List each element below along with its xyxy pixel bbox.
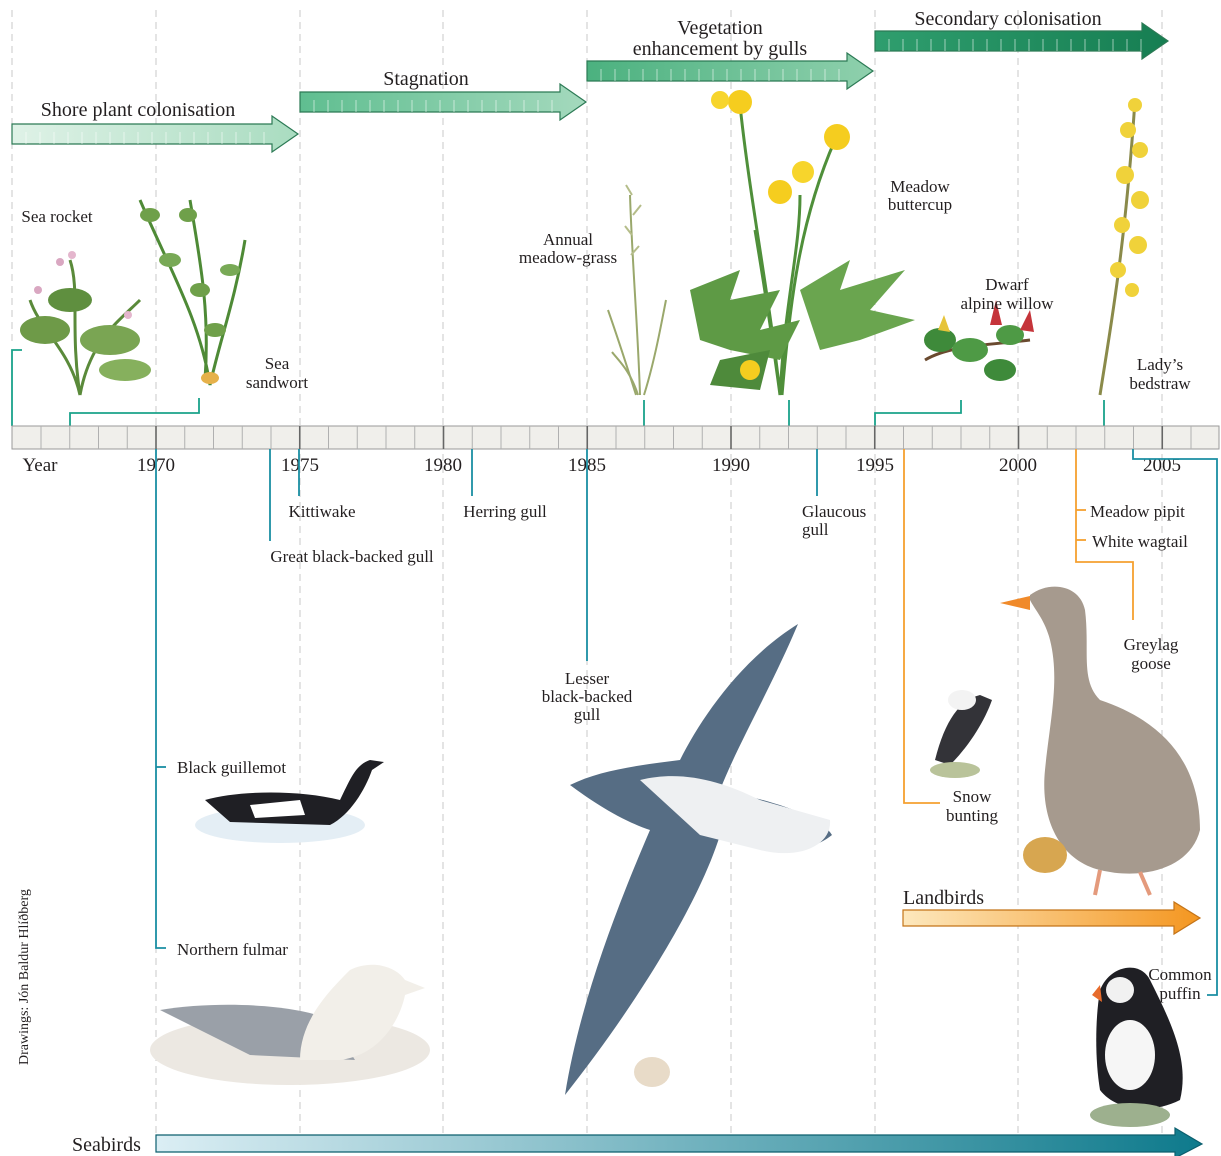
drawing-credit: Drawings: Jón Baldur Hlíðberg (17, 889, 32, 1065)
bird-label-great-black-backed-gull: Great black-backed gull (270, 547, 434, 566)
greylag-goose-illustration (1000, 587, 1200, 895)
sea-rocket-illustration (20, 251, 151, 395)
leader-guillemot-fulmar (156, 449, 166, 948)
year-label-1995: 1995 (856, 455, 894, 476)
northern-fulmar-illustration (150, 965, 430, 1085)
bird-label-northern-fulmar: Northern fulmar (177, 940, 288, 959)
bird-label-black-guillemot: Black guillemot (177, 758, 286, 777)
phase-label-4: Secondary colonisation (914, 8, 1101, 30)
leader-dwarf-alpine-willow (875, 400, 961, 426)
phase-label-1: Shore plant colonisation (41, 99, 235, 121)
snow-bunting-illustration (930, 690, 992, 778)
annual-meadow-grass-illustration (608, 185, 666, 395)
phase-arrow-1 (12, 116, 298, 152)
phase-label-2: Stagnation (383, 68, 469, 90)
plant-label-sea-rocket: Sea rocket (21, 207, 93, 226)
bird-label-white-wagtail: White wagtail (1092, 532, 1188, 551)
year-label-1975: 1975 (281, 455, 319, 476)
landbirds-label: Landbirds (903, 887, 984, 909)
bird-label-meadow-pipit: Meadow pipit (1090, 502, 1185, 521)
ladys-bedstraw-illustration (1100, 98, 1149, 395)
bird-illustrations (150, 587, 1200, 1127)
leader-snow-bunting (904, 449, 940, 803)
seabirds-label: Seabirds (72, 1134, 141, 1156)
timeline-axis-ticks (41, 426, 1191, 449)
leader-sea-rocket (12, 350, 22, 426)
plant-leader-lines (12, 350, 1104, 426)
meadow-buttercup-illustration (690, 90, 915, 395)
leader-sea-sandwort (70, 398, 199, 426)
seabirds-arrow (156, 1128, 1202, 1156)
bird-label-kittiwake: Kittiwake (288, 502, 355, 521)
year-label-1980: 1980 (424, 455, 462, 476)
year-label-1990: 1990 (712, 455, 750, 476)
year-axis-label: Year (22, 455, 58, 476)
year-label-2000: 2000 (999, 455, 1037, 476)
bird-label-herring-gull: Herring gull (463, 502, 547, 521)
phase-arrows (12, 23, 1168, 152)
